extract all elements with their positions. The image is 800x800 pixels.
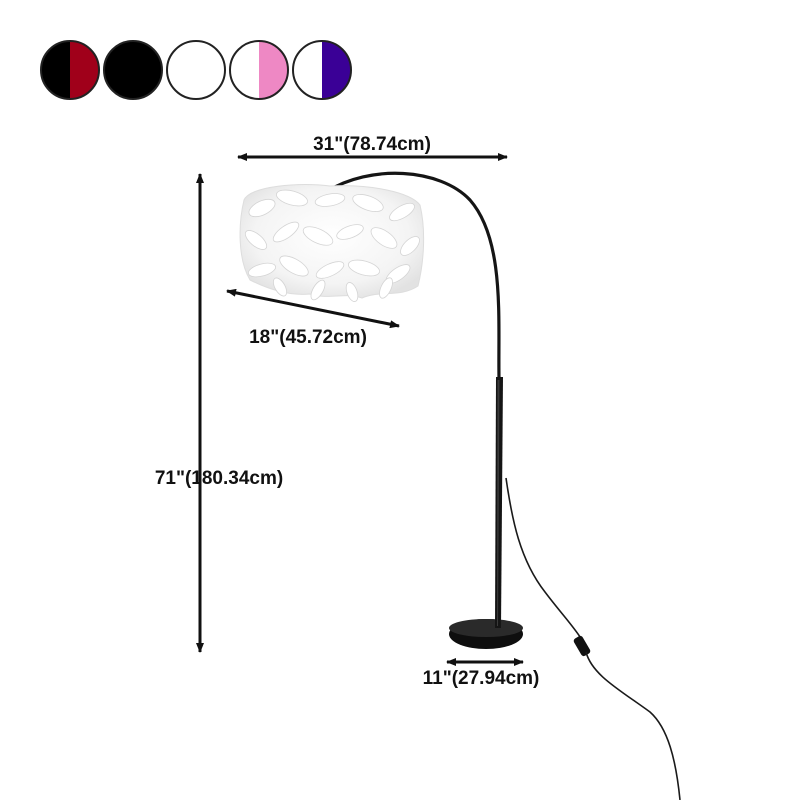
swatch-black-right <box>133 41 162 99</box>
swatch-white-pink-right <box>259 41 288 99</box>
swatch-white[interactable] <box>166 40 226 100</box>
inline-switch <box>573 635 591 657</box>
swatch-white-purple[interactable] <box>292 40 352 100</box>
swatch-white-purple-right <box>322 41 351 99</box>
swatch-black-red[interactable] <box>40 40 100 100</box>
swatch-white-left <box>167 41 196 99</box>
lamp-arc <box>325 171 501 379</box>
base-diameter-label: 11"(27.94cm) <box>423 668 540 689</box>
floor-lamp <box>239 171 681 800</box>
feather-shade <box>239 184 425 302</box>
swatch-white-pink[interactable] <box>229 40 289 100</box>
swatch-black-red-left <box>41 41 70 99</box>
swatch-white-purple-left <box>293 41 322 99</box>
swatch-black-red-right <box>70 41 99 99</box>
power-cord-lower <box>585 651 681 800</box>
height-label: 71"(180.34cm) <box>155 468 283 489</box>
color-swatch-row <box>40 40 352 100</box>
swatch-black-left <box>104 41 133 99</box>
shade-diameter-arrow <box>226 288 400 329</box>
shade-diameter-label: 18"(45.72cm) <box>249 327 367 348</box>
swatch-white-right <box>196 41 225 99</box>
lamp-pole <box>495 377 503 628</box>
swatch-white-pink-left <box>230 41 259 99</box>
power-cord <box>505 477 583 641</box>
arc-width-label: 31"(78.74cm) <box>313 134 431 155</box>
swatch-black[interactable] <box>103 40 163 100</box>
